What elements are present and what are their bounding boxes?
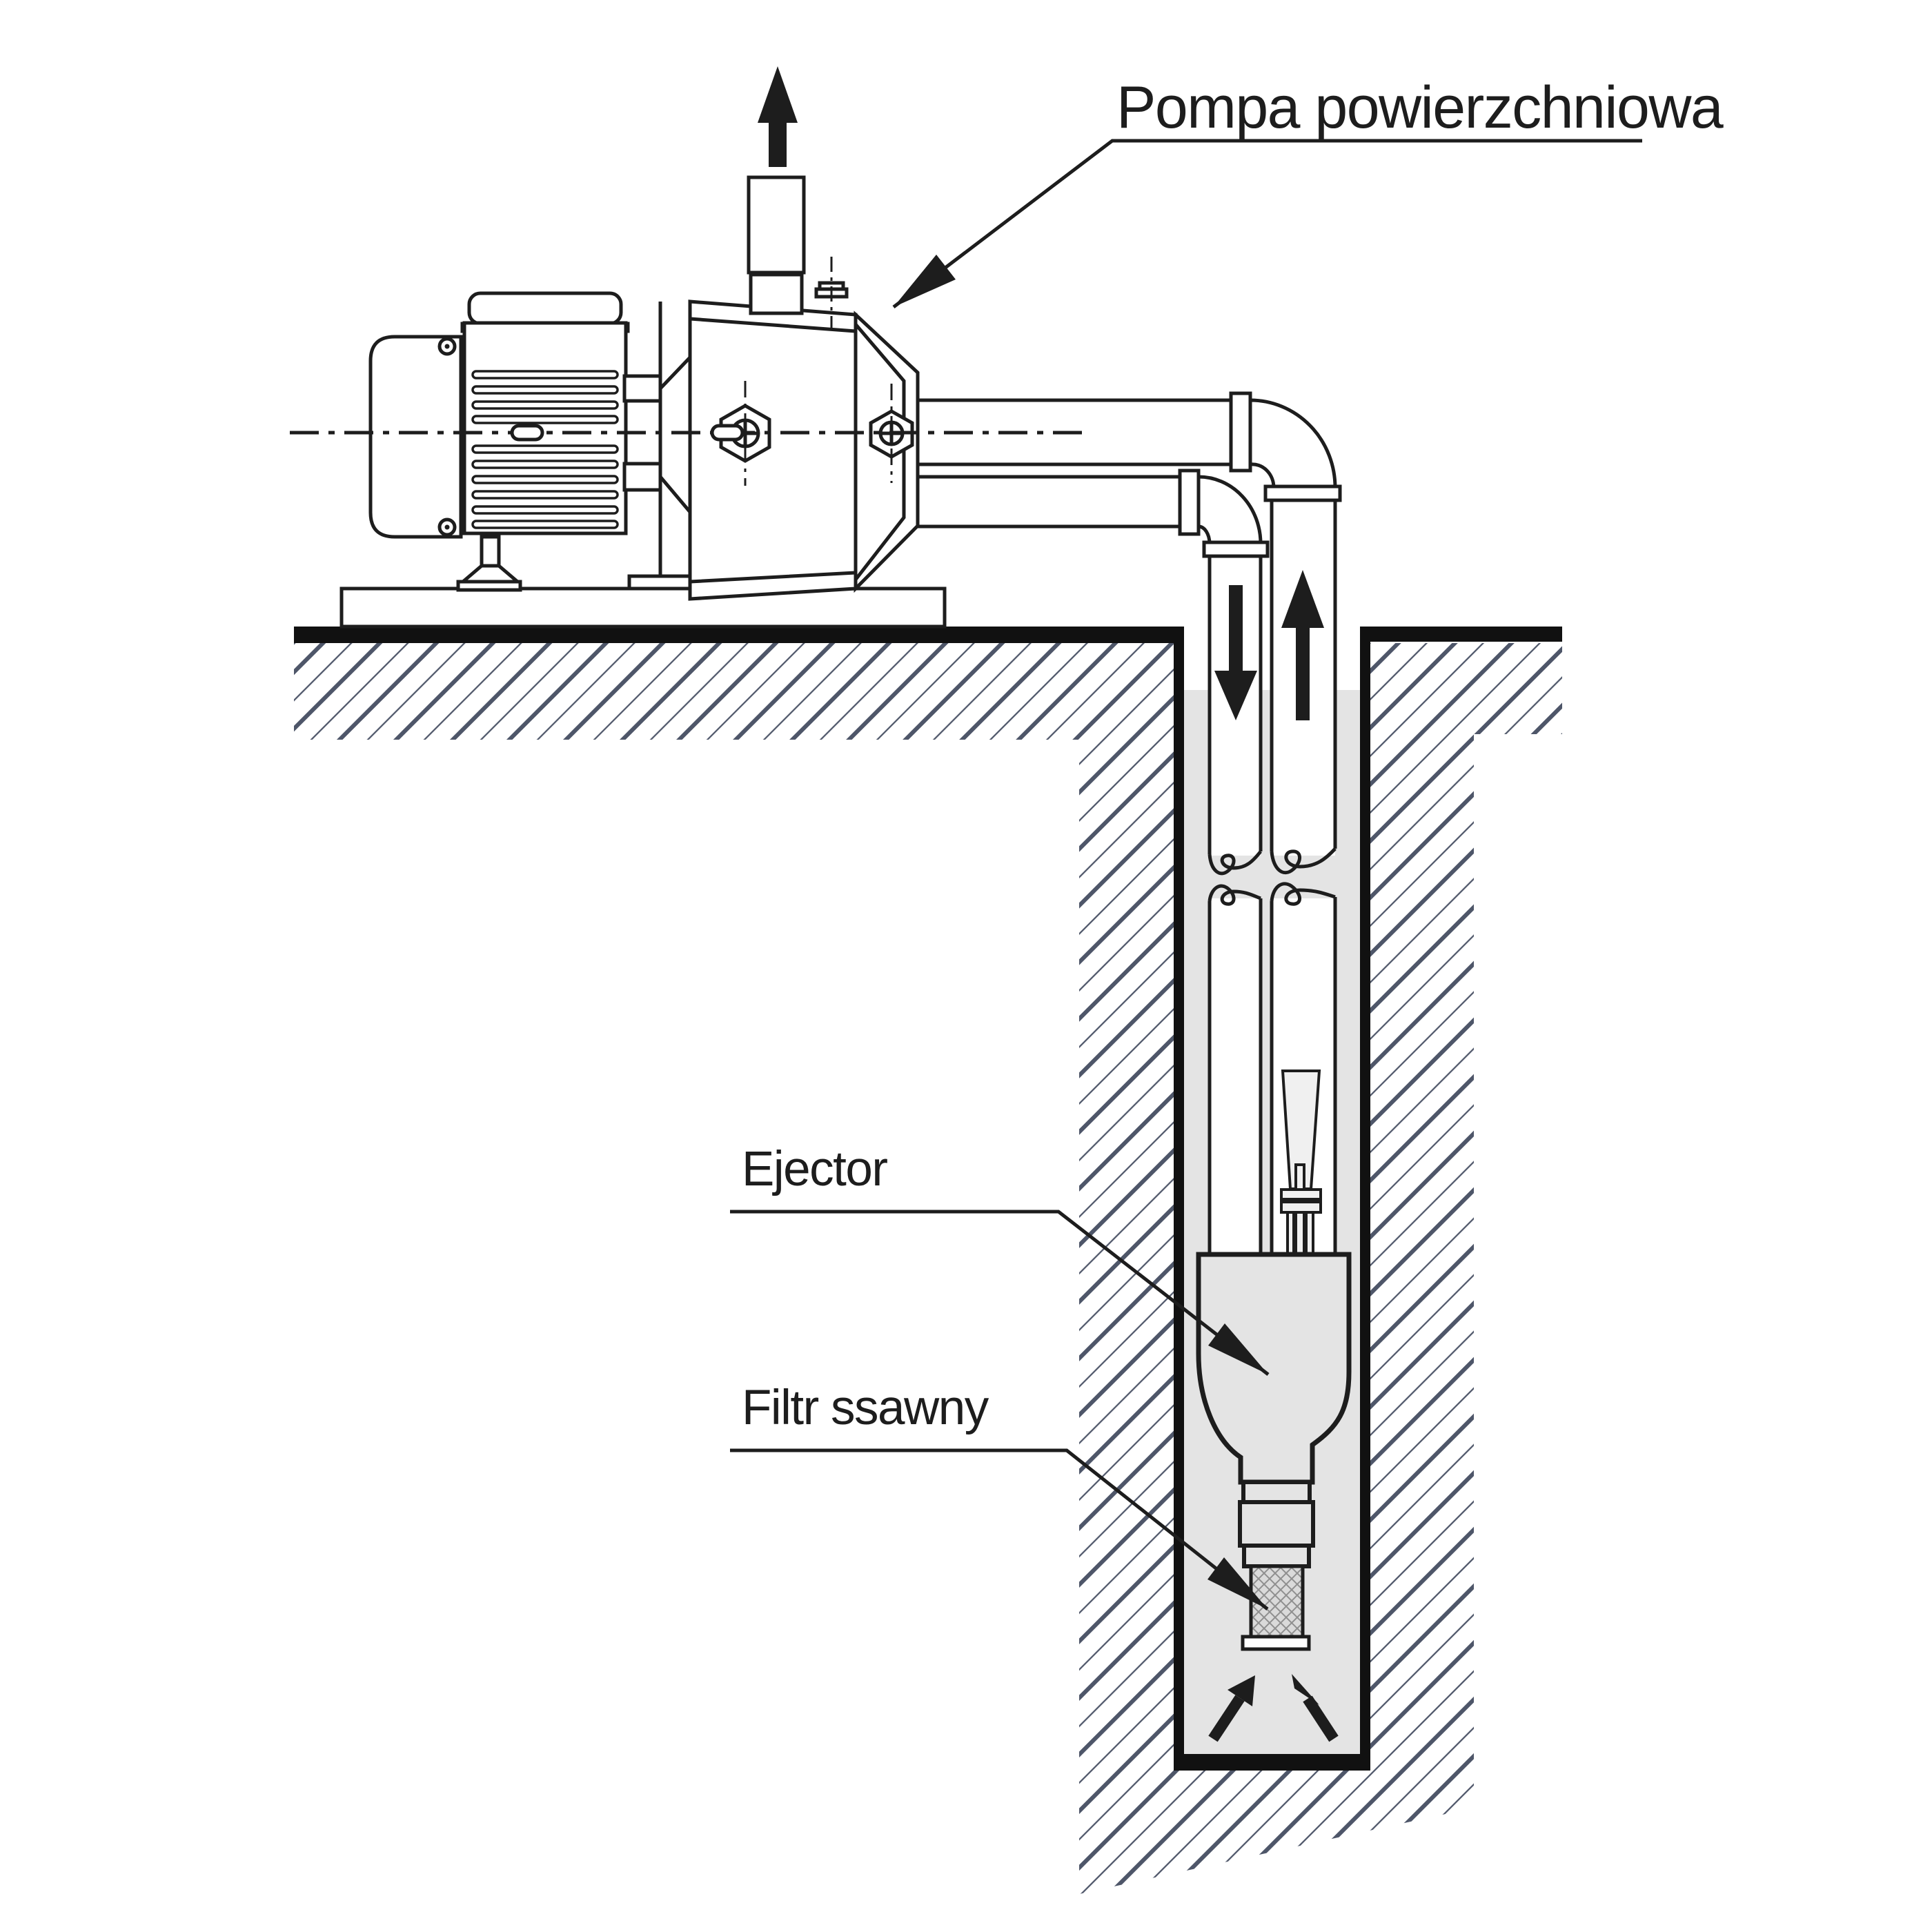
up-arrow-icon [1281, 570, 1324, 720]
motor-foot [456, 535, 522, 592]
leader-arrow-icon [1208, 1557, 1268, 1609]
soil-left-strip [294, 643, 1184, 740]
suction-filter-mesh [1249, 1564, 1305, 1639]
priming-plug [814, 257, 849, 330]
pump-bracket [622, 302, 692, 591]
pipe-break-icon [1208, 884, 1261, 906]
soil-well-surround [1079, 734, 1474, 1894]
filter-neck [1242, 1544, 1311, 1568]
end-cap-screw-icon [437, 337, 457, 537]
diagonal-up-arrows-icon [1208, 1674, 1339, 1742]
ejector-coupling [1238, 1500, 1315, 1548]
motor-end-cap [368, 335, 463, 539]
pump-base-plate [339, 586, 947, 629]
well-bottom [1174, 1754, 1370, 1771]
label-ejector: Ejector [742, 1142, 887, 1196]
leader-lines [730, 139, 1642, 1610]
ejector-coupling [1241, 1480, 1312, 1504]
ground-line-left [294, 627, 1184, 643]
motor-cooling-fins [471, 370, 619, 529]
terminal-box [467, 291, 623, 326]
surface-pump [290, 66, 1090, 629]
outlet-pipe [747, 175, 806, 315]
motor-body [462, 321, 628, 535]
soil-right-strip [1370, 643, 1562, 734]
well-wall-left [1174, 635, 1184, 1771]
ejector-body [1196, 1252, 1352, 1485]
ground-line-right [1360, 627, 1562, 642]
well-wall-right [1360, 635, 1370, 1771]
centerline [290, 424, 1090, 442]
label-suction-filter: Filtr ssawny [742, 1381, 989, 1435]
leader-arrow-icon [894, 255, 956, 307]
up-arrow-icon [758, 66, 798, 167]
pipe-break-icon [1270, 882, 1336, 906]
pipe-break-icon [1270, 847, 1337, 875]
label-surface-pump: Pompa powierzchniowa [1116, 75, 1724, 141]
soil-hatching [294, 643, 1562, 1894]
filter-end-cap [1241, 1635, 1311, 1651]
pipe-break-icon [1208, 850, 1262, 876]
leader-arrow-icon [1208, 1323, 1268, 1374]
ejector-assembly [1196, 1252, 1352, 1651]
down-arrow-icon [1214, 585, 1257, 720]
